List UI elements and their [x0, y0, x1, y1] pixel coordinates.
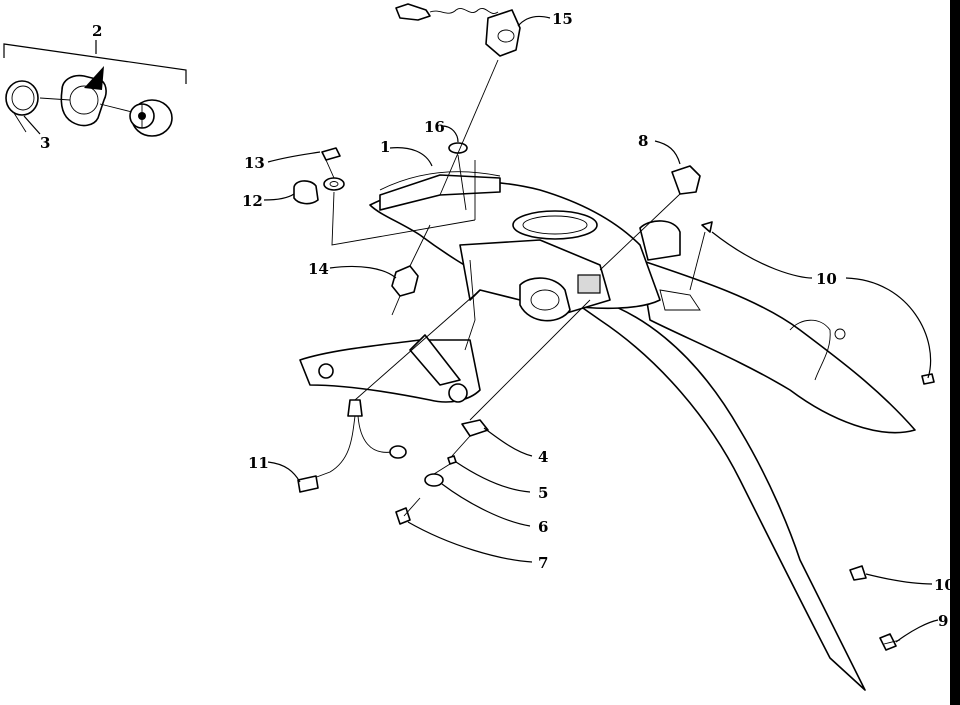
key-tether	[395, 3, 521, 57]
switch-14	[391, 265, 419, 297]
right-edge-bar	[950, 0, 960, 705]
cap-12	[293, 180, 319, 205]
callout-8: 8	[638, 132, 648, 150]
grommet-16	[448, 142, 468, 154]
nut-13	[321, 147, 341, 161]
inset-assembly	[3, 40, 187, 137]
callout-10b: 10	[934, 576, 950, 594]
callout-6: 6	[538, 518, 548, 536]
callout-4: 4	[538, 448, 548, 466]
callout-15: 15	[552, 10, 573, 28]
knob-8	[671, 165, 701, 195]
callout-12: 12	[242, 192, 263, 210]
callout-2: 2	[92, 22, 102, 40]
screw-10b	[849, 565, 867, 581]
bolt-9	[879, 633, 897, 651]
callout-3: 3	[40, 134, 50, 152]
callout-5: 5	[538, 484, 548, 502]
bolt-7	[395, 507, 411, 525]
callout-14: 14	[308, 260, 329, 278]
screw-10a	[701, 221, 713, 233]
callout-16: 16	[424, 118, 445, 136]
pin-5	[447, 455, 457, 465]
washer-6	[424, 473, 444, 487]
callouts: 1 2 3 4 5 6 7 8 9 10 10 11 12 13 14 15 1…	[40, 10, 950, 630]
rear-fender-housing	[299, 171, 916, 691]
callout-11: 11	[248, 454, 269, 472]
leader-lines	[23, 15, 939, 643]
assembly-lines	[325, 59, 706, 475]
harness-11	[297, 399, 407, 493]
callout-10a: 10	[816, 270, 837, 288]
clip-4	[461, 419, 489, 437]
callout-1: 1	[380, 138, 390, 156]
callout-13: 13	[244, 154, 265, 172]
callout-9: 9	[938, 612, 948, 630]
clip-10	[921, 373, 935, 385]
callout-7: 7	[538, 554, 548, 572]
